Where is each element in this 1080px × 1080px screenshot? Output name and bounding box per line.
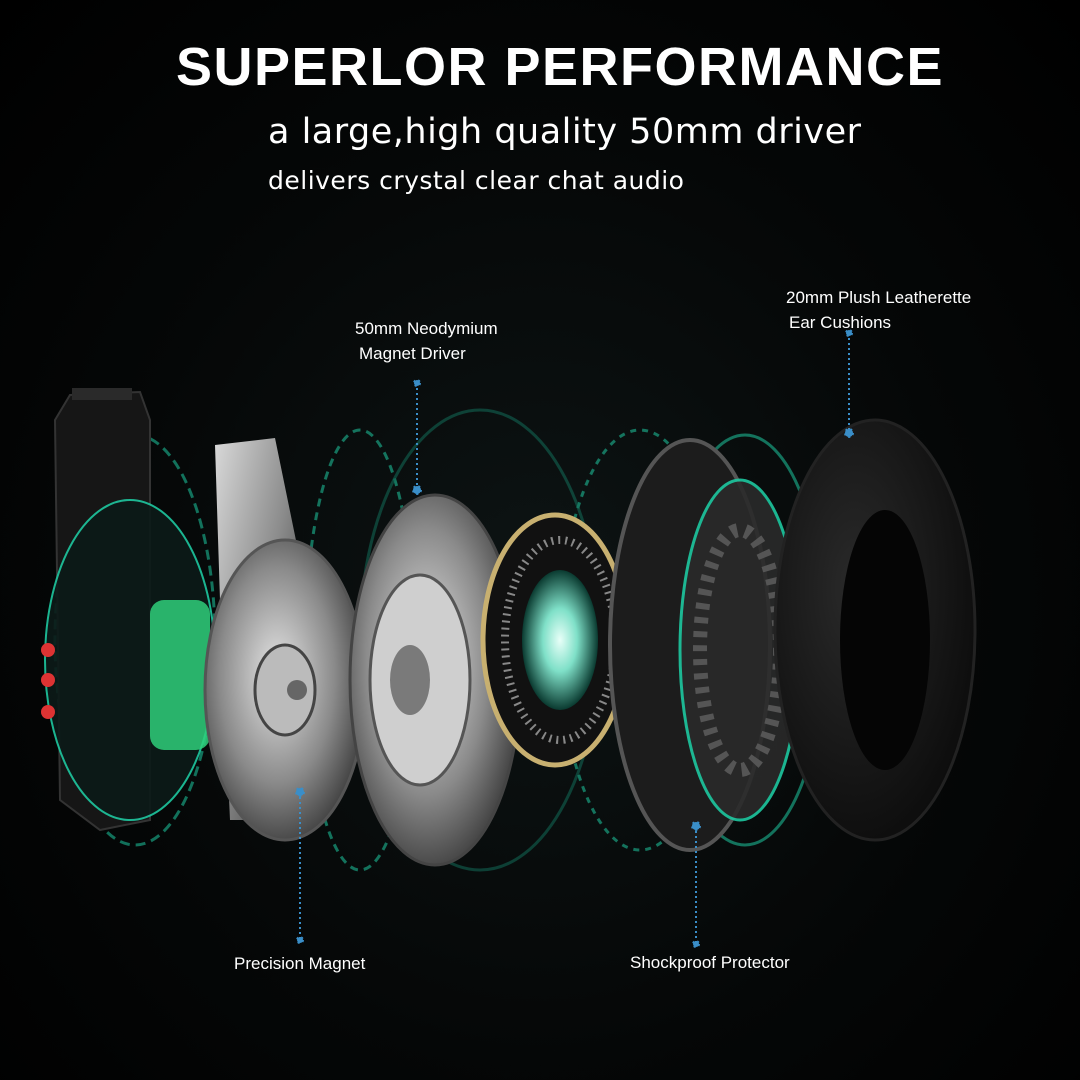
- tagline-primary: a large,high quality 50mm driver: [268, 112, 862, 152]
- tagline-secondary: delivers crystal clear chat audio: [268, 166, 685, 195]
- shockproof-protector: [608, 438, 802, 852]
- driver-cone: [480, 512, 630, 768]
- callout-cushions: 20mm Plush Leatherette Ear Cushions: [786, 285, 971, 335]
- callout-cushions-line2: Ear Cushions: [789, 313, 892, 332]
- callout-protector-label: Shockproof Protector: [630, 953, 790, 972]
- ear-cushion: [773, 418, 977, 842]
- callout-driver: 50mm Neodymium Magnet Driver: [355, 316, 498, 366]
- precision-magnet-block: [150, 600, 210, 750]
- callout-magnet: Precision Magnet: [234, 951, 365, 976]
- callout-cushions-line1: 20mm Plush Leatherette: [786, 288, 972, 307]
- callout-driver-line2: Magnet Driver: [359, 344, 466, 363]
- callout-magnet-label: Precision Magnet: [234, 954, 366, 973]
- driver-housing: [348, 493, 522, 867]
- leader-lines: [295, 329, 854, 948]
- page-title: SUPERLOR PERFORMANCE: [175, 37, 945, 97]
- callout-protector: Shockproof Protector: [630, 950, 790, 975]
- callout-driver-line1: 50mm Neodymium: [355, 319, 498, 338]
- back-plate: [203, 538, 367, 842]
